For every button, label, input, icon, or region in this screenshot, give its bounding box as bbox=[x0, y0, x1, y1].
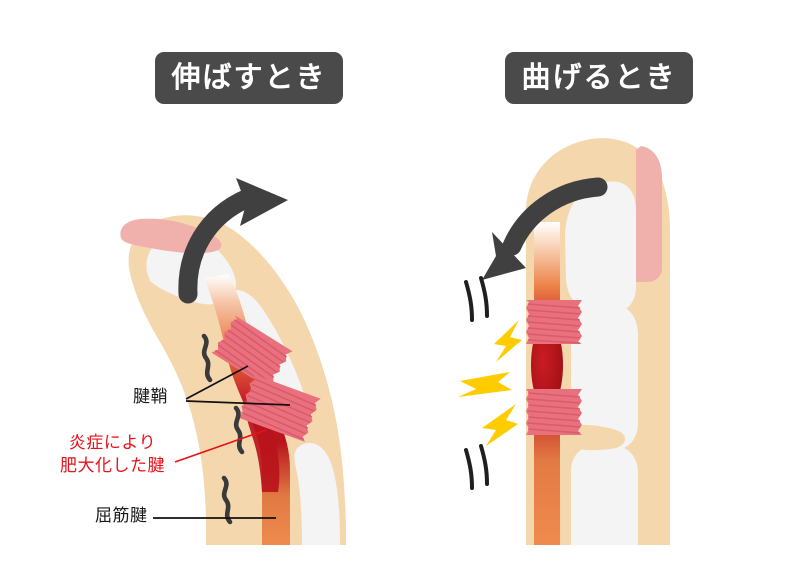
motion-line-icon bbox=[464, 276, 489, 322]
curved-arrow-icon bbox=[482, 177, 608, 280]
label-inflamed-line-1: 炎症により bbox=[68, 433, 157, 452]
bone-middle bbox=[571, 302, 638, 452]
tendon-sheath-lower bbox=[526, 389, 582, 435]
bone-distal bbox=[565, 181, 636, 314]
panel-extend-title: 伸ばすとき bbox=[155, 52, 343, 104]
tendon-nodule-swelling bbox=[244, 404, 280, 492]
bone-proximal bbox=[294, 442, 340, 545]
leader-sheath-upper bbox=[185, 365, 249, 400]
label-tendon-sheath: 腱鞘 bbox=[133, 387, 168, 406]
curved-arrow-icon bbox=[178, 178, 288, 304]
leader-inflamed bbox=[174, 429, 267, 463]
label-inflamed-line-2: 肥大化した腱 bbox=[60, 455, 165, 475]
label-flexor-tendon: 屈筋腱 bbox=[95, 506, 148, 525]
squiggle-icon bbox=[201, 333, 245, 525]
panel-bend-title: 曲げるとき bbox=[505, 52, 693, 104]
nail bbox=[636, 146, 662, 282]
spark-icon bbox=[458, 320, 522, 446]
panel-bend: 曲げるとき bbox=[430, 0, 800, 578]
bone-proximal bbox=[571, 444, 638, 545]
label-inflamed-tendon: 炎症により 肥大化した腱 bbox=[60, 432, 165, 478]
tendon-sheath-upper bbox=[526, 300, 582, 344]
leader-lines bbox=[153, 365, 291, 519]
leader-sheath-lower bbox=[185, 400, 291, 406]
panel-extend: 伸ばすとき bbox=[60, 52, 346, 545]
bend-finger-illustration bbox=[458, 138, 670, 545]
tendon-sheath-lower bbox=[237, 374, 321, 442]
bend-bone-group bbox=[561, 181, 638, 545]
extend-finger-illustration bbox=[120, 178, 346, 545]
motion-line-icon bbox=[464, 444, 489, 490]
